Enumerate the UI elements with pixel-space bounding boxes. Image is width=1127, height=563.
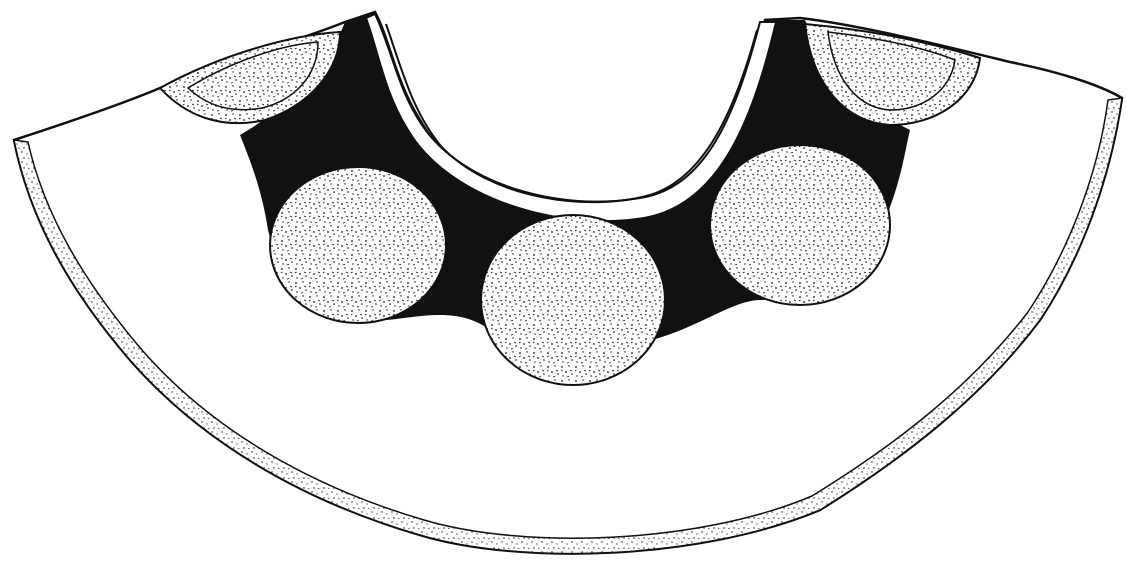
stippled-circle-right [710,145,890,305]
stippled-circle-left [270,167,446,323]
stippled-circle-center [481,215,665,385]
